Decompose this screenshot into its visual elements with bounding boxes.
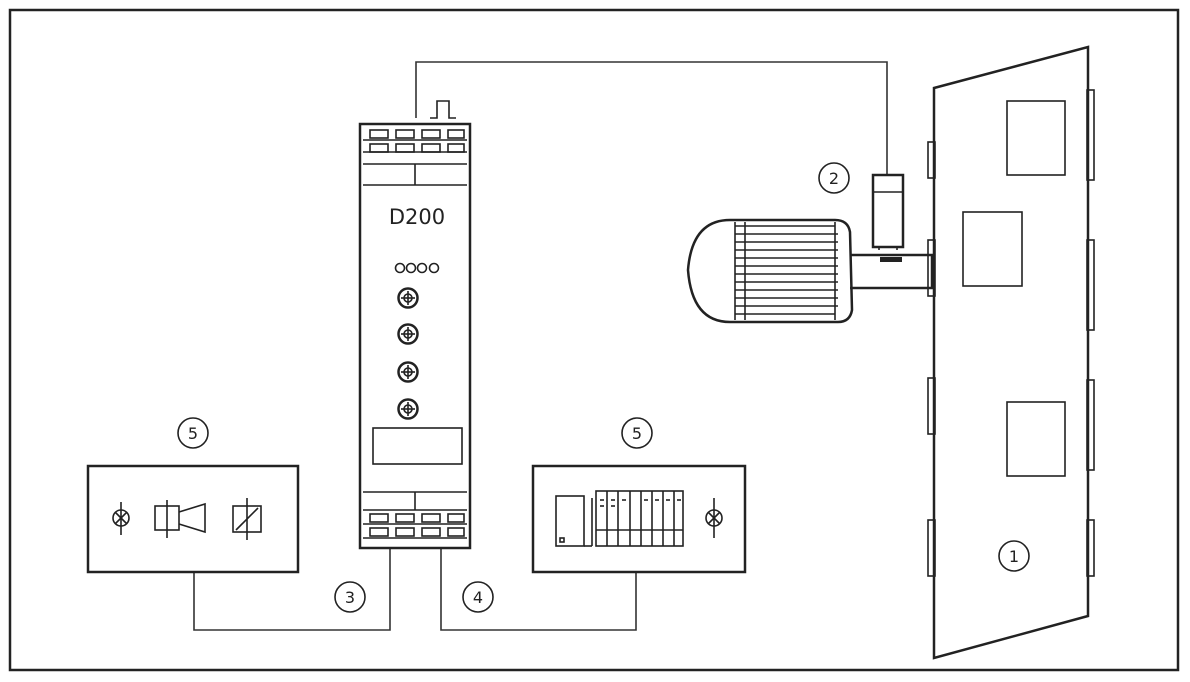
led-3-icon [416,262,428,274]
pulse-signal-icon [430,100,456,119]
potentiometer-4 [397,398,419,420]
status-leds [394,262,440,274]
motor-shaft [850,253,934,290]
outer-frame [8,8,1180,672]
machine-panel-3 [1006,401,1066,477]
shaft-target-mark [880,257,902,262]
svg-text:5: 5 [632,424,642,443]
callout-5-right: 5 [621,417,653,449]
machine-panel-2 [962,211,1023,287]
output-wire-right [440,548,637,631]
machine [927,45,1095,660]
led-2-icon [405,262,417,274]
output-wire-left [193,548,391,631]
d200-housing [358,122,472,550]
callout-5-left: 5 [177,417,209,449]
sensor-signal-wire [415,61,888,175]
signal-receiver-box-right [531,464,747,574]
motor-body [686,218,854,324]
bottom-terminal-block [363,491,467,539]
callout-4: 4 [462,581,494,613]
svg-text:2: 2 [829,169,839,188]
signal-receiver-box-left [86,464,300,574]
svg-text:4: 4 [473,588,483,607]
callout-3: 3 [334,581,366,613]
relay-icon [232,498,262,540]
machine-body [932,45,1090,660]
motor [686,218,934,324]
machine-panel-1 [1006,100,1066,176]
lamp-icon [112,502,130,535]
led-4-icon [428,262,440,274]
svg-text:5: 5 [188,424,198,443]
callout-2: 2 [818,162,850,194]
svg-text:3: 3 [345,588,355,607]
potentiometer-1 [397,287,419,309]
horn-icon [154,500,206,538]
speed-sensor [871,173,905,250]
d200-controller: D200 [358,122,472,550]
top-terminal-block [363,129,467,186]
lamp-icon [705,498,723,538]
led-1-icon [394,262,406,274]
callout-1: 1 [998,540,1030,572]
plc-icon [555,490,684,547]
svg-text:1: 1 [1009,547,1019,566]
device-model-label: D200 [389,205,445,229]
label-window [372,427,463,465]
potentiometer-2 [397,323,419,345]
potentiometer-3 [397,361,419,383]
